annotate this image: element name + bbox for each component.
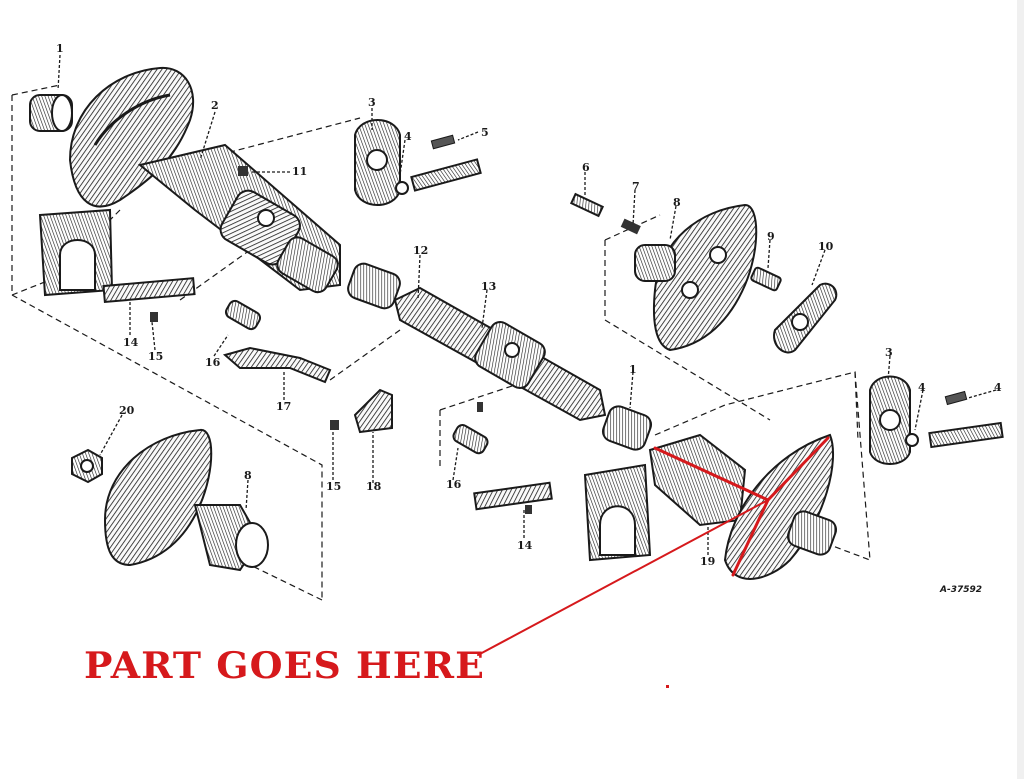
- callout-2: 2: [211, 99, 219, 112]
- callout-1a: 1: [56, 42, 64, 55]
- callout-3b: 3: [885, 346, 893, 359]
- bushing-upper-left: [29, 94, 73, 132]
- right-edge-strip: [1017, 0, 1024, 779]
- bearing-cap-left: [38, 208, 114, 297]
- bolt-upper: [395, 134, 482, 195]
- strap-upper: [102, 277, 196, 304]
- callout-9: 9: [767, 230, 775, 243]
- callout-11: 11: [292, 165, 307, 178]
- dashed-guide-lines: [11, 84, 871, 601]
- red-pointer-line: [477, 499, 769, 656]
- callout-6: 6: [582, 161, 590, 174]
- bushing-16-lower: [452, 424, 489, 455]
- callout-4c: 4: [994, 381, 1002, 394]
- strap-lower: [473, 481, 553, 511]
- callout-3a: 3: [368, 96, 376, 109]
- bolt-9: [750, 266, 782, 292]
- block-18: [353, 388, 393, 434]
- drawing-number: A-37592: [939, 585, 982, 595]
- screw-15-upper: [150, 312, 158, 322]
- screw-15-lower: [330, 420, 339, 430]
- callout-12: 12: [413, 244, 428, 257]
- gasket-10: [773, 282, 838, 354]
- red-mark-line-c: [731, 498, 770, 577]
- callout-1b: 1: [629, 363, 637, 376]
- flange-disc-right: [634, 203, 758, 352]
- callout-7: 7: [632, 180, 640, 193]
- callout-4a: 4: [404, 130, 412, 143]
- part-goes-here-label: PART GOES HERE: [84, 645, 485, 687]
- callout-13: 13: [481, 280, 496, 293]
- callout-19: 19: [700, 555, 715, 568]
- shaft-13: [393, 286, 607, 422]
- flange-disc-lower-left: [103, 429, 269, 572]
- clamp-lower: [869, 375, 1004, 465]
- callout-14b: 14: [517, 539, 533, 552]
- callout-leaders: [57, 54, 997, 555]
- pin-7: [620, 218, 641, 235]
- callout-4b: 4: [918, 381, 926, 394]
- red-dot: [666, 685, 669, 688]
- callout-15b: 15: [326, 480, 341, 493]
- pin-11: [238, 166, 248, 176]
- callout-14a: 14: [123, 336, 139, 349]
- bearing-cap-lower: [583, 463, 652, 562]
- red-mark-line-a: [653, 446, 770, 502]
- callout-17: 17: [276, 400, 291, 413]
- bushing-lower-right: [786, 510, 838, 556]
- screw-lower-mid: [477, 402, 483, 412]
- callout-18: 18: [366, 480, 382, 493]
- bushing-16-upper: [224, 299, 262, 331]
- callout-8a: 8: [673, 196, 681, 209]
- lever-17: [222, 346, 332, 384]
- callout-8b: 8: [244, 469, 252, 482]
- flange-disc-upper: [68, 66, 195, 208]
- red-annotation: [477, 436, 830, 656]
- screw-14-lower: [525, 505, 532, 514]
- callout-5: 5: [481, 126, 489, 139]
- callout-15a: 15: [148, 350, 163, 363]
- callout-10: 10: [818, 240, 834, 253]
- callout-16b: 16: [446, 478, 462, 491]
- bolt-6: [569, 192, 605, 218]
- clamp-upper: [354, 119, 401, 206]
- bushing-mid: [601, 405, 653, 451]
- shaft-assembly-left: [137, 143, 341, 294]
- nut-20: [71, 448, 103, 484]
- callout-labels: 1 2 3 4 5 11 6 7 8 9 10 12 13 14 15 16 1…: [56, 42, 1002, 595]
- red-mark-line-b: [766, 436, 830, 502]
- sleeve-12: [347, 262, 401, 310]
- callout-16a: 16: [205, 356, 221, 369]
- callout-20: 20: [119, 404, 135, 417]
